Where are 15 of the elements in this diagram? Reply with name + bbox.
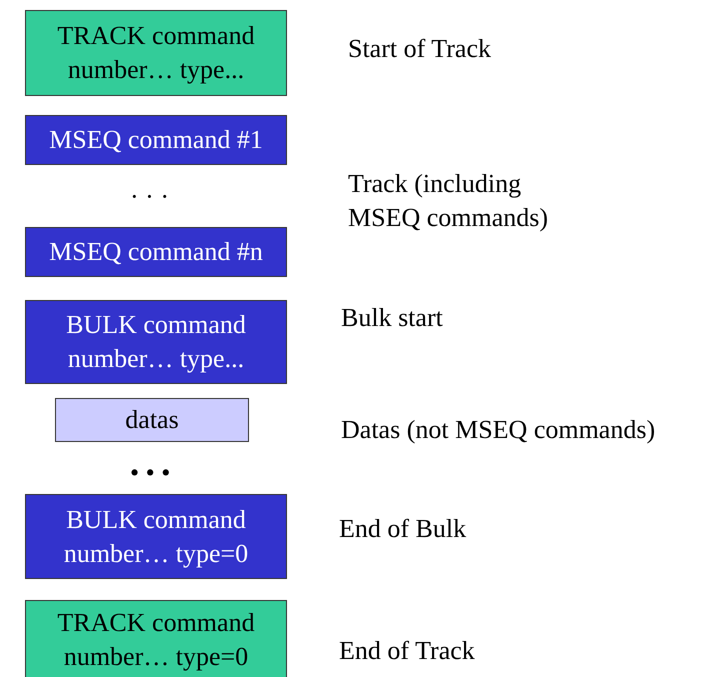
command-box: TRACK command number… type=0 [25,600,287,677]
data-box: datas [55,398,249,442]
command-box: TRACK command number… type... [25,10,287,96]
command-box: BULK command number… type... [25,300,287,384]
command-box: BULK command number… type=0 [25,494,287,579]
command-box: MSEQ command #n [25,227,287,277]
side-note: End of Track [339,635,475,667]
side-note: End of Bulk [339,513,466,545]
command-box: MSEQ command #1 [25,115,287,165]
ellipsis: · · · [130,181,170,213]
side-note: Track (including MSEQ commands) [348,168,550,234]
side-note: Datas (not MSEQ commands) [341,414,656,446]
side-note: Bulk start [341,302,443,334]
ellipsis: • • • [130,457,172,489]
side-note: Start of Track [348,33,491,65]
